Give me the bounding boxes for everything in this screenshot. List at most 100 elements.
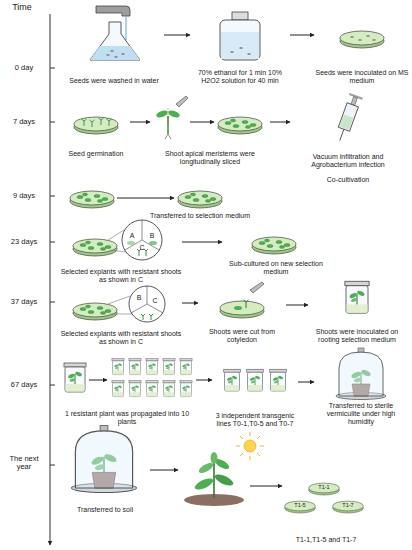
petri-dish <box>358 39 362 41</box>
washing-flask <box>121 53 125 55</box>
time-label: The next year <box>4 455 44 472</box>
flow-arrow <box>182 242 222 243</box>
washing-flask <box>90 6 140 60</box>
step-caption: Shoots were cut from cotyledon <box>198 328 286 344</box>
line-jars <box>270 369 287 391</box>
jar-grid <box>180 359 192 375</box>
soil-plant <box>193 476 215 492</box>
jar-grid <box>112 359 124 375</box>
sterilizing-bottle <box>221 32 259 59</box>
seedling-cut <box>167 116 169 134</box>
washing-flask <box>110 50 114 52</box>
time-axis <box>50 465 55 466</box>
cutting-dish <box>244 300 249 308</box>
jar-grid <box>146 359 158 375</box>
soil-plant <box>184 452 244 506</box>
explant-dish <box>80 305 111 314</box>
progeny-dishes <box>285 501 316 513</box>
soil-plant <box>213 472 235 488</box>
jar-grid <box>112 359 192 397</box>
humidity-dome <box>72 426 137 493</box>
step-box: Transferred to sterile vermiculite under… <box>314 350 408 426</box>
explant-dish <box>73 303 117 320</box>
syringe <box>338 103 358 132</box>
step-box: Transferred to soil <box>62 432 148 514</box>
magnifier <box>131 286 163 313</box>
step-caption: 1 resistant plant was propagated into 10… <box>58 410 196 426</box>
seedling-cut <box>155 96 188 139</box>
flow-arrow <box>130 122 150 123</box>
progeny-dishes <box>309 483 340 495</box>
seedling-cut <box>167 109 180 119</box>
washing-flask <box>90 22 140 60</box>
step-caption: Transferred to soil <box>62 506 148 514</box>
explant-dish <box>225 119 256 128</box>
flow-arrow <box>89 380 107 381</box>
selection-dish <box>178 191 222 208</box>
time-axis <box>50 385 55 386</box>
step-caption: Seeds were washed in water <box>64 77 164 85</box>
selection-dish <box>252 237 296 254</box>
jar-grid <box>112 381 124 397</box>
cutting-dish <box>220 282 264 318</box>
washing-flask <box>125 16 126 40</box>
rooting-jar <box>345 281 369 313</box>
step-box: Selected explants with resistant shoots … <box>60 286 182 346</box>
flow-arrow <box>298 382 314 383</box>
germination-dish <box>74 117 118 134</box>
seedling-cut <box>176 96 188 107</box>
time-label: 23 days <box>2 238 46 246</box>
petri-dish <box>366 35 370 37</box>
step-caption: T1-1,T1-5 and T1-7 <box>268 536 384 544</box>
sun <box>244 440 256 452</box>
step-caption: Transferred to selection medium <box>145 212 255 220</box>
progeny-dishes <box>333 501 364 513</box>
cutting-dish <box>250 282 264 293</box>
step-box: Shoot apical meristems were longitudinal… <box>150 96 270 166</box>
time-label: 7 days <box>2 118 46 126</box>
time-label: 67 days <box>2 381 46 389</box>
magnifier <box>129 286 165 322</box>
step-box: T1-1,T1-5 and T1-7 <box>268 472 384 544</box>
jar-grid <box>146 381 158 397</box>
flow-arrow <box>164 35 190 36</box>
soil-plant <box>211 452 218 464</box>
flow-arrow <box>182 303 198 304</box>
line-jars <box>224 369 287 391</box>
jar-grid <box>163 359 175 375</box>
magnifier <box>141 314 153 320</box>
explant-dish <box>70 191 114 208</box>
washing-flask <box>106 54 110 56</box>
humidity-dome <box>336 348 386 400</box>
step-caption: Seed germination <box>62 150 130 158</box>
flow-arrow <box>190 122 214 123</box>
step-box: Vacuum infiltration and Agrobacterium in… <box>290 94 406 184</box>
callout-letter: T1-7 <box>335 502 361 508</box>
magnifier <box>122 220 162 260</box>
magnifier <box>108 230 124 240</box>
washing-flask <box>90 46 140 60</box>
washing-flask <box>114 56 118 58</box>
humidity-dome <box>72 426 137 493</box>
time-label: 37 days <box>2 298 46 306</box>
germination-dish <box>74 117 118 134</box>
petri-dish <box>340 31 384 48</box>
step-caption: Seeds were inoculated on MS medium <box>314 69 410 85</box>
rooting-jar <box>345 281 369 313</box>
petri-dish <box>350 36 354 38</box>
magnifier <box>108 296 130 304</box>
flow-arrow <box>89 380 107 381</box>
step-box: 3 independent transgenic lines T0-1,T0-5… <box>212 360 298 428</box>
jar-grid <box>129 359 141 375</box>
explant-dish <box>218 117 262 134</box>
explant-dish <box>70 191 114 208</box>
sterilizing-bottle <box>220 20 260 60</box>
washing-flask <box>96 6 130 16</box>
time-label: 0 day <box>2 64 46 72</box>
syringe <box>333 93 363 143</box>
sterilizing-bottle <box>232 12 248 20</box>
selection-dish <box>178 191 222 208</box>
explant-dish <box>73 239 117 256</box>
explant-dish <box>73 239 117 256</box>
